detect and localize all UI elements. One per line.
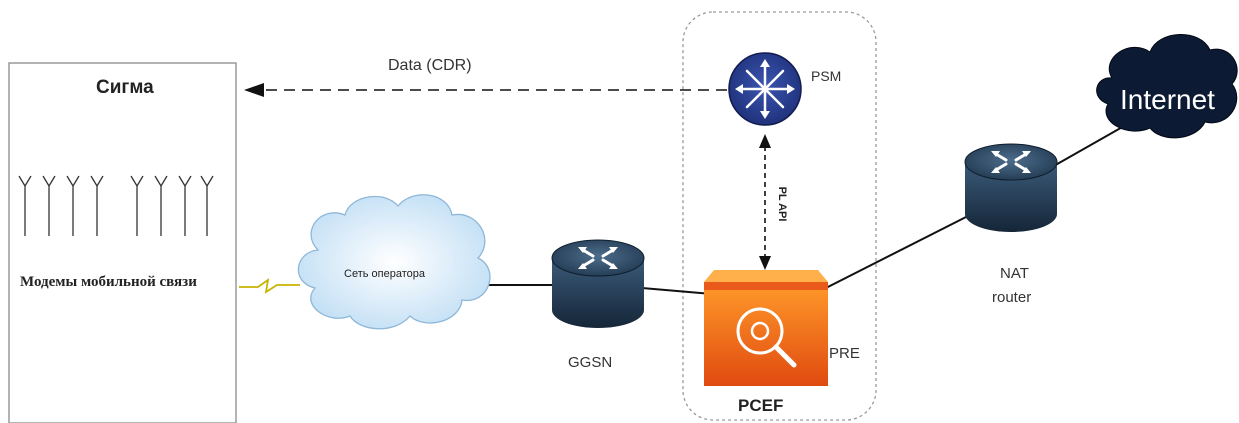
antenna-icons	[18, 175, 214, 236]
operator-cloud-icon	[297, 194, 491, 330]
nat-router-label-line2: router	[992, 289, 1032, 306]
modems-label: Модемы мобильной связи	[20, 274, 197, 290]
data-cdr-arrow	[244, 83, 727, 97]
antenna-icon	[42, 175, 56, 236]
antenna-icon	[178, 175, 192, 236]
pre-device-icon	[704, 270, 828, 386]
ggsn-pre-link	[641, 287, 713, 295]
pcef-region	[682, 11, 877, 421]
internet-label: Internet	[1120, 84, 1215, 115]
ggsn-router-icon	[551, 239, 645, 328]
wireless-link	[239, 278, 300, 294]
ggsn-label: GGSN	[568, 354, 613, 371]
operator-network-label: Сеть оператора	[344, 268, 425, 280]
antenna-icon	[130, 175, 144, 236]
sigma-box	[8, 62, 237, 423]
pre-label: PRE	[829, 345, 860, 362]
nat-router-label-line1: NAT	[1000, 265, 1029, 282]
antenna-icon	[66, 175, 80, 236]
data-cdr-label: Data (CDR)	[388, 57, 472, 74]
antenna-icon	[200, 175, 214, 236]
psm-switch-icon	[728, 52, 802, 126]
antenna-icon	[90, 175, 104, 236]
psm-label: PSM	[811, 68, 842, 84]
pl-api-arrow	[759, 134, 771, 270]
pcef-label: PCEF	[738, 396, 784, 415]
nat-router-icon	[964, 143, 1058, 232]
pl-api-label: PL API	[776, 186, 788, 222]
antenna-icon	[18, 175, 32, 236]
antenna-icon	[154, 175, 168, 236]
internet-cloud-icon	[1096, 34, 1238, 139]
sigma-title: Сигма	[96, 77, 154, 98]
pre-nat-link	[817, 215, 969, 293]
